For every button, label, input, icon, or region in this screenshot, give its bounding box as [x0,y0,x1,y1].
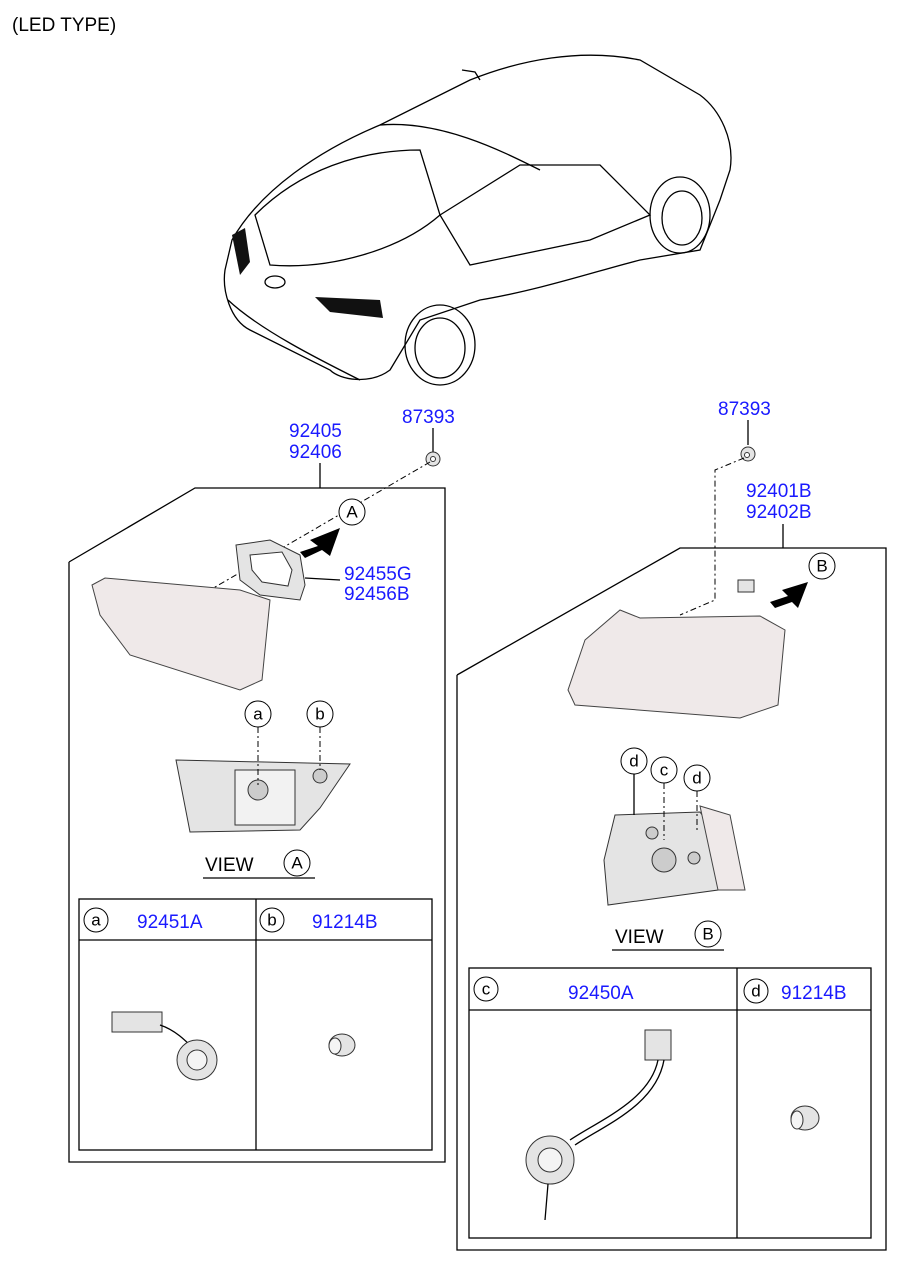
table-key-c: c [482,980,491,999]
left-assembly-box [68,487,446,1163]
table-key-b: b [267,911,276,930]
right-assembly-box [456,547,887,1251]
marker-d-1: d [629,752,638,771]
marker-a: a [253,705,263,724]
socket-wiring-92450A [525,1029,672,1221]
marker-B: B [816,557,827,576]
part-number-92402B[interactable]: 92402B [746,502,812,523]
inner-tail-lamp [91,577,271,691]
left-parts-table: a 92451A b 91214B [78,898,433,1151]
bulb-91214B-left [328,1033,356,1057]
part-number-91214B-right[interactable]: 91214B [781,983,847,1004]
marker-c: c [660,761,669,780]
part-number-91214B-left[interactable]: 91214B [312,912,378,933]
grommet-right [740,446,756,462]
marker-d-2: d [692,769,701,788]
diagram-title: (LED TYPE) [12,15,116,36]
part-number-92451A[interactable]: 92451A [137,912,203,933]
view-a-label: VIEW [205,855,254,876]
marker-A: A [346,503,358,522]
view-a-marker: A [291,854,303,873]
view-arrow-b [770,582,808,608]
right-parts-table: c 92450A d 91214B [468,967,872,1239]
view-arrow-a [300,528,340,558]
outer-tail-lamp [567,609,786,719]
part-number-87393-left[interactable]: 87393 [402,407,455,428]
part-number-87393-right[interactable]: 87393 [718,399,771,420]
view-b-marker: B [702,925,713,944]
lamp-rear-view-b [603,805,746,906]
view-b-label: VIEW [615,927,664,948]
part-number-92456B[interactable]: 92456B [344,584,410,605]
table-key-a: a [91,911,101,930]
socket-wiring-92451A [111,1011,218,1081]
car-illustration [223,54,732,386]
part-number-92405[interactable]: 92405 [289,421,342,442]
lamp-rear-view-a [175,759,351,833]
marker-b: b [315,705,324,724]
part-number-92401B[interactable]: 92401B [746,481,812,502]
part-number-92450A[interactable]: 92450A [568,983,634,1004]
bulb-91214B-right [790,1105,820,1131]
part-number-92406[interactable]: 92406 [289,442,342,463]
table-key-d: d [751,982,760,1001]
grommet-left [425,451,441,467]
part-number-92455G[interactable]: 92455G [344,564,412,585]
